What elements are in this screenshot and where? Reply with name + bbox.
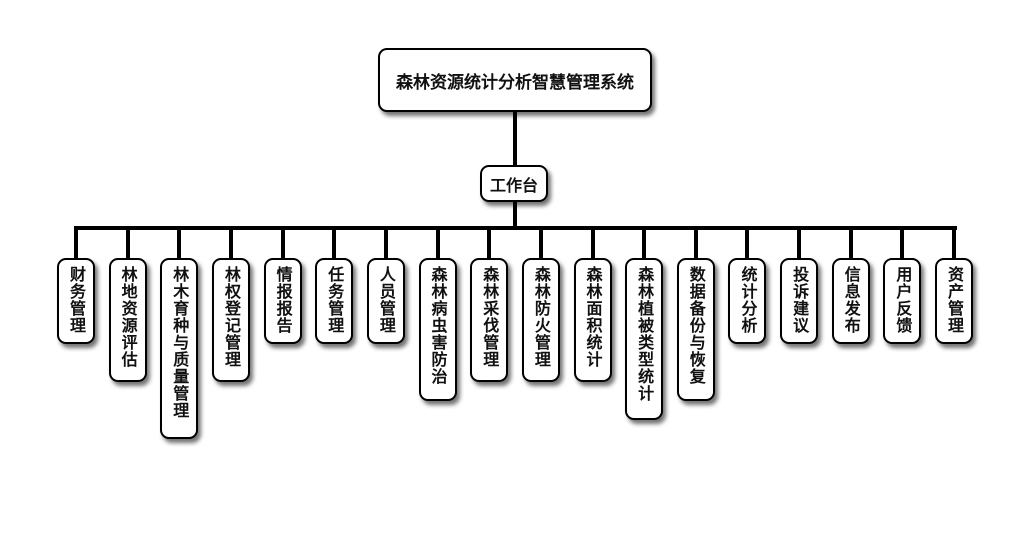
connector-leaf <box>177 228 182 258</box>
module-node: 林木育种与质量管理 <box>160 258 199 439</box>
module-label: 资产管理 <box>945 266 965 334</box>
module-node: 统计分析 <box>728 258 767 344</box>
module-node: 森林植被类型统计 <box>625 258 664 420</box>
module-label: 任务管理 <box>325 266 345 334</box>
connector-leaf <box>74 228 78 258</box>
module-node: 财务管理 <box>57 258 95 344</box>
connector-leaf <box>228 228 233 258</box>
module-node: 林权登记管理 <box>211 258 250 382</box>
module-label: 人员管理 <box>376 266 396 334</box>
module-node: 林地资源评估 <box>108 258 147 382</box>
module-label: 统计分析 <box>738 266 758 334</box>
module-label: 森林植被类型统计 <box>635 266 655 402</box>
connector-leaf <box>590 228 595 258</box>
connector-leaf <box>797 228 802 258</box>
module-label: 林木育种与质量管理 <box>170 266 190 419</box>
module-node: 森林防火管理 <box>521 258 560 382</box>
connector-leaf <box>538 228 543 258</box>
module-label: 数据备份与恢复 <box>686 266 706 385</box>
hub-node: 工作台 <box>480 165 548 202</box>
connector-leaf <box>900 228 905 258</box>
module-label: 森林防火管理 <box>531 266 551 368</box>
module-node: 资产管理 <box>935 258 974 344</box>
hub-label: 工作台 <box>489 175 538 195</box>
module-node: 数据备份与恢复 <box>676 258 715 401</box>
module-label: 信息发布 <box>841 266 861 334</box>
connector-leaf <box>642 228 647 258</box>
module-label: 用户反馈 <box>893 266 913 334</box>
module-node: 森林采伐管理 <box>470 258 509 382</box>
connector-leaf <box>952 228 957 258</box>
module-label: 森林面积统计 <box>583 266 603 368</box>
connector-leaf <box>280 228 285 258</box>
module-label: 森林采伐管理 <box>480 266 500 368</box>
connector-leaf <box>125 228 130 258</box>
connector-bus <box>74 226 957 230</box>
module-label: 财务管理 <box>67 266 86 334</box>
module-node: 投诉建议 <box>780 258 819 344</box>
connector-leaf <box>435 228 440 258</box>
module-node: 人员管理 <box>366 258 405 344</box>
module-node: 森林面积统计 <box>573 258 612 382</box>
connector-leaf <box>848 228 853 258</box>
connector-leaf <box>383 228 388 258</box>
connector-leaf <box>332 228 337 258</box>
module-label: 林权登记管理 <box>221 266 241 368</box>
connector-root-hub <box>513 112 517 165</box>
module-node: 信息发布 <box>831 258 870 344</box>
connector-leaf <box>487 228 492 258</box>
module-label: 投诉建议 <box>790 266 810 334</box>
module-node: 森林病虫害防治 <box>418 258 457 401</box>
connector-leaf <box>745 228 750 258</box>
module-node: 用户反馈 <box>883 258 922 344</box>
module-node: 情报报告 <box>263 258 302 344</box>
connector-leaf <box>693 228 698 258</box>
module-label: 情报报告 <box>273 266 293 334</box>
connector-hub-bus <box>513 202 517 228</box>
module-label: 森林病虫害防治 <box>428 266 448 385</box>
module-node: 任务管理 <box>315 258 354 344</box>
module-label: 林地资源评估 <box>118 266 138 368</box>
root-node: 森林资源统计分析智慧管理系统 <box>378 48 652 112</box>
root-label: 森林资源统计分析智慧管理系统 <box>396 72 634 93</box>
